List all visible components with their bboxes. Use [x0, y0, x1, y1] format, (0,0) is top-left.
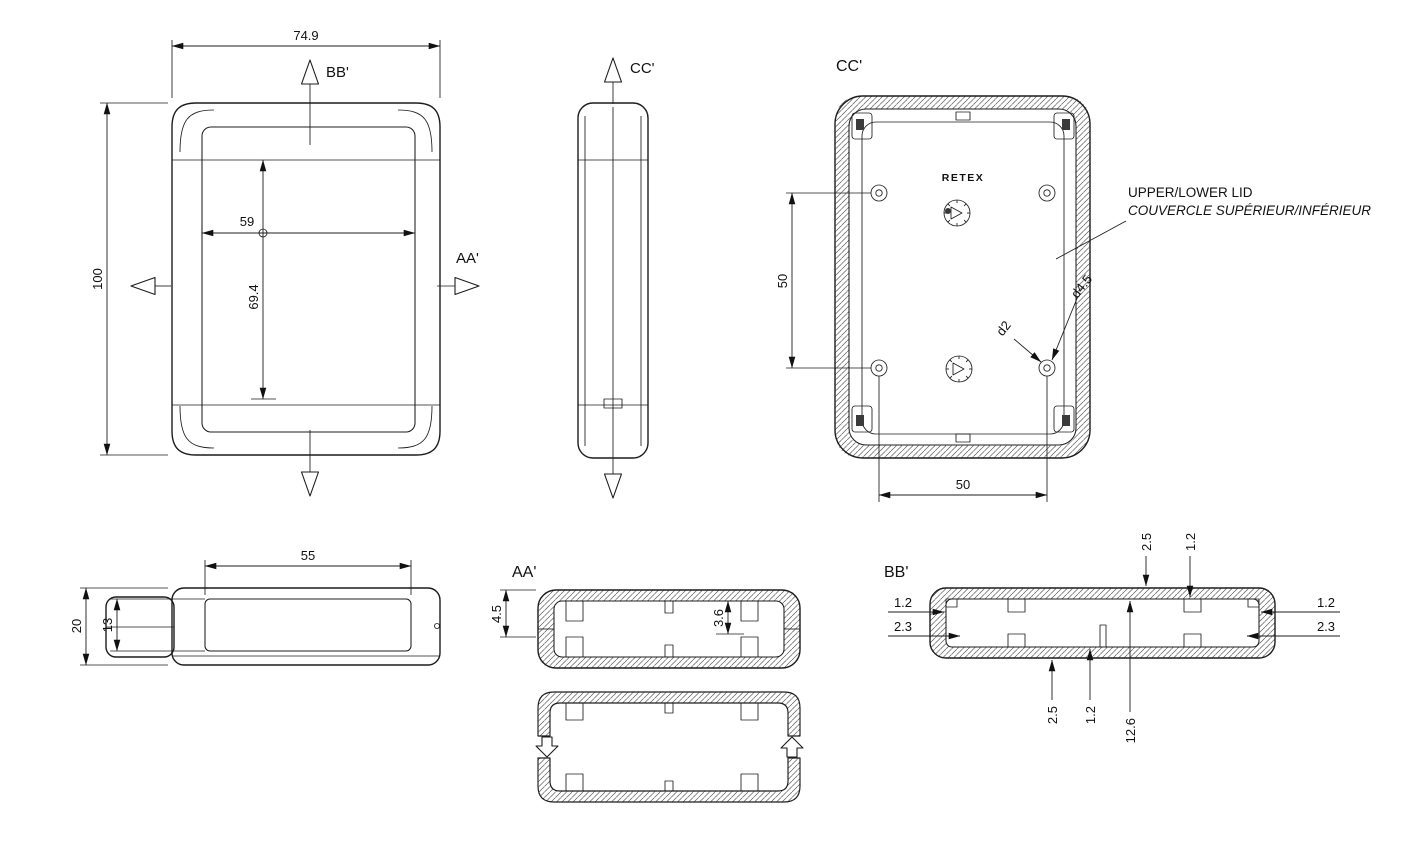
lid-outer-outline: [834, 95, 1091, 459]
section-marker-cc-side: CC': [603, 57, 655, 499]
assembly-arrow-up-icon: [780, 736, 804, 758]
lid-dim-boss-horizontal-label: 50: [956, 477, 970, 492]
lid-corner-latches: [851, 111, 1075, 443]
section-arrow-aa-right-icon: [454, 276, 480, 296]
section-marker-cc-label: CC': [630, 60, 655, 77]
section-aa-dim-lid-depth-label: 4.5: [489, 605, 504, 623]
lid-view-title: CC': [836, 58, 862, 75]
section-marker-aa-label: AA': [456, 250, 479, 267]
end-dim-label-width: 55: [204, 548, 412, 595]
bb-dim-top-wall-label: 1.2: [1183, 533, 1198, 551]
front-corner-blends: [179, 109, 433, 449]
front-outline: [171, 102, 441, 456]
section-bb-wall-hatch: [930, 588, 1275, 658]
end-dim-inner-height: 13: [100, 598, 205, 652]
upper-shell-section: [537, 691, 801, 737]
section-bb-dims-left: 1.2 2.3: [888, 595, 961, 640]
lid-dim-boss-vertical-label: 50: [775, 274, 790, 288]
section-aa-dim-lid-depth: 4.5: [489, 589, 536, 638]
side-view: CC': [577, 57, 655, 499]
section-aa-dim-rib-label: 3.6: [711, 609, 726, 627]
end-body-outline: [171, 587, 441, 666]
lid-inner-wall: [848, 108, 1077, 446]
front-dim-inner-height-label: 69.4: [246, 284, 261, 309]
date-wheel-bottom: [945, 355, 973, 383]
bb-dim-bottom-outer-label: 2.5: [1045, 706, 1060, 724]
section-aa-exploded: [535, 691, 804, 803]
lower-shell-section: [537, 757, 801, 803]
section-bb-title: BB': [884, 564, 908, 581]
lid-label-fr: COUVERCLE SUPÉRIEUR/INFÉRIEUR: [1128, 203, 1371, 218]
front-parting-lines: [172, 159, 440, 406]
bb-dim-interior-label: 12.6: [1123, 718, 1138, 743]
end-dim-label-width-label: 55: [301, 548, 315, 563]
section-marker-bb: BB': [300, 59, 349, 497]
lid-floor-edge: [861, 121, 1065, 435]
brand-logo: RETEX: [942, 172, 985, 184]
section-marker-aa: AA': [130, 250, 480, 296]
front-dim-inner-width: 59: [201, 214, 416, 237]
section-aa-cavity: [553, 600, 785, 658]
bb-dim-top-outer-label: 2.5: [1139, 533, 1154, 551]
bb-dim-right-wall-label: 1.2: [1317, 595, 1335, 610]
end-dim-height-label: 20: [69, 619, 84, 633]
bb-dim-right-boss-label: 2.3: [1317, 619, 1335, 634]
lid-dim-boss-vertical: 50: [775, 192, 871, 369]
end-label-recess: [204, 598, 412, 652]
lid-view: CC' RETEX: [775, 58, 1371, 502]
front-view: 74.9 100 59 69.4 BB': [90, 28, 480, 497]
section-arrow-cc-bottom-icon: [603, 473, 623, 499]
section-bb-dims-right: 1.2 2.3: [1246, 595, 1340, 640]
section-arrow-bb-top-icon: [300, 59, 320, 85]
lid-wall-hatch: [835, 96, 1090, 458]
front-dim-height: 100: [90, 102, 168, 456]
end-dim-inner-height-label: 13: [100, 618, 115, 632]
front-dim-inner-height: 69.4: [246, 159, 276, 400]
section-aa-view: AA' 4.5 3.6: [489, 564, 804, 803]
front-dim-width: 74.9: [171, 28, 441, 98]
section-bb-dims-top: 2.5 1.2: [1139, 533, 1198, 598]
lid-dim-boss-horizontal: 50: [878, 376, 1048, 502]
hole-outer-label: d4.5: [1068, 272, 1095, 301]
front-dim-width-label: 74.9: [293, 28, 318, 43]
side-surface-lines: [578, 107, 648, 455]
section-bb-dims-bottom: 2.5 1.2 12.6: [1045, 600, 1138, 743]
section-arrow-bb-bottom-icon: [300, 471, 320, 497]
lid-screw-bosses: [870, 184, 1056, 377]
bb-dim-bottom-wall-label: 1.2: [1083, 706, 1098, 724]
section-arrow-aa-left-icon: [130, 276, 156, 296]
section-marker-bb-label: BB': [326, 64, 349, 81]
hole-inner-label: d2: [993, 318, 1014, 339]
section-bb-ribs: [945, 598, 1260, 648]
assembly-arrow-down-icon: [535, 736, 559, 758]
section-arrow-cc-top-icon: [603, 57, 623, 83]
section-aa-ribs: [538, 600, 800, 658]
date-wheel-top: [943, 199, 971, 227]
lid-label-en: UPPER/LOWER LID: [1128, 185, 1253, 200]
section-aa-outline: [537, 589, 801, 669]
front-dim-height-label: 100: [90, 268, 105, 290]
section-bb-cavity: [945, 598, 1260, 648]
section-bb-view: BB' 2.5 1.2 1.2 2.3 1.2: [884, 533, 1340, 743]
lid-annotation: UPPER/LOWER LID COUVERCLE SUPÉRIEUR/INFÉ…: [1055, 185, 1371, 260]
front-inner-panel: [201, 126, 416, 433]
end-view: 55 20 13: [69, 548, 441, 666]
section-aa-wall-hatch: [538, 590, 800, 668]
bb-dim-left-boss-label: 2.3: [894, 619, 912, 634]
section-bb-outline: [929, 587, 1276, 659]
end-dimple: [434, 623, 440, 629]
section-aa-title: AA': [512, 564, 536, 581]
end-dim-height: 20: [69, 587, 168, 666]
bb-dim-left-wall-label: 1.2: [894, 595, 912, 610]
front-dim-inner-width-label: 59: [240, 214, 254, 229]
section-aa-dim-rib: 3.6: [711, 600, 744, 635]
